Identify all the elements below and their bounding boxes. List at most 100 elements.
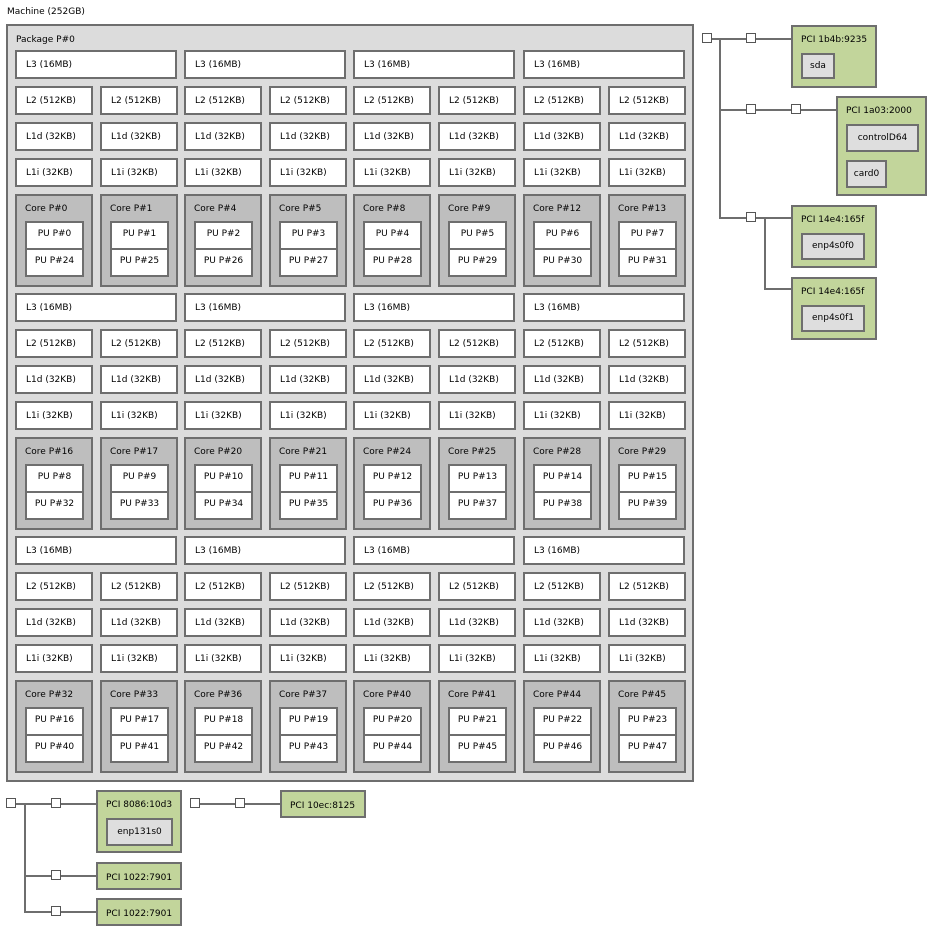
- pu-box[interactable]: PU P#7: [618, 221, 677, 250]
- l3-cache[interactable]: L3 (16MB): [15, 50, 177, 79]
- l2-cache[interactable]: L2 (512KB): [438, 86, 516, 115]
- l1i-cache[interactable]: L1i (32KB): [523, 644, 601, 673]
- l1i-cache[interactable]: L1i (32KB): [353, 644, 431, 673]
- l3-cache[interactable]: L3 (16MB): [184, 536, 346, 565]
- l1d-cache[interactable]: L1d (32KB): [438, 365, 516, 394]
- l2-cache[interactable]: L2 (512KB): [100, 86, 178, 115]
- l1d-cache[interactable]: L1d (32KB): [523, 122, 601, 151]
- l2-cache[interactable]: L2 (512KB): [184, 329, 262, 358]
- l1d-cache[interactable]: L1d (32KB): [608, 608, 686, 637]
- pci-device-amd1[interactable]: PCI 1022:7901: [96, 862, 182, 890]
- pu-box[interactable]: PU P#16: [25, 707, 84, 736]
- pu-box[interactable]: PU P#40: [25, 734, 84, 763]
- pu-box[interactable]: PU P#4: [363, 221, 422, 250]
- l1i-cache[interactable]: L1i (32KB): [15, 401, 93, 430]
- pci-device-nic1[interactable]: PCI 14e4:165f enp4s0f1: [791, 277, 877, 340]
- os-device-enp131s0[interactable]: enp131s0: [106, 818, 173, 846]
- l2-cache[interactable]: L2 (512KB): [15, 86, 93, 115]
- l3-cache[interactable]: L3 (16MB): [523, 50, 685, 79]
- pu-box[interactable]: PU P#10: [194, 464, 253, 493]
- pci-device-intel-nic[interactable]: PCI 8086:10d3 enp131s0: [96, 790, 182, 853]
- pu-box[interactable]: PU P#9: [110, 464, 169, 493]
- l3-cache[interactable]: L3 (16MB): [15, 293, 177, 322]
- l3-cache[interactable]: L3 (16MB): [353, 293, 515, 322]
- pu-box[interactable]: PU P#5: [448, 221, 507, 250]
- pu-box[interactable]: PU P#11: [279, 464, 338, 493]
- l1i-cache[interactable]: L1i (32KB): [100, 158, 178, 187]
- os-device-controlD64[interactable]: controlD64: [846, 124, 919, 152]
- l2-cache[interactable]: L2 (512KB): [438, 329, 516, 358]
- l2-cache[interactable]: L2 (512KB): [353, 572, 431, 601]
- pu-box[interactable]: PU P#2: [194, 221, 253, 250]
- pu-box[interactable]: PU P#20: [363, 707, 422, 736]
- pu-box[interactable]: PU P#13: [448, 464, 507, 493]
- l1d-cache[interactable]: L1d (32KB): [353, 608, 431, 637]
- pci-bridge-icon[interactable]: [51, 798, 61, 808]
- l1d-cache[interactable]: L1d (32KB): [15, 608, 93, 637]
- pci-bridge-icon[interactable]: [51, 906, 61, 916]
- l2-cache[interactable]: L2 (512KB): [523, 329, 601, 358]
- l2-cache[interactable]: L2 (512KB): [100, 329, 178, 358]
- pu-box[interactable]: PU P#6: [533, 221, 592, 250]
- pci-device-amd2[interactable]: PCI 1022:7901: [96, 898, 182, 926]
- l2-cache[interactable]: L2 (512KB): [269, 86, 347, 115]
- l1i-cache[interactable]: L1i (32KB): [608, 401, 686, 430]
- l1i-cache[interactable]: L1i (32KB): [438, 401, 516, 430]
- pu-box[interactable]: PU P#19: [279, 707, 338, 736]
- l1i-cache[interactable]: L1i (32KB): [100, 644, 178, 673]
- l1d-cache[interactable]: L1d (32KB): [523, 608, 601, 637]
- l1d-cache[interactable]: L1d (32KB): [608, 122, 686, 151]
- l1d-cache[interactable]: L1d (32KB): [269, 365, 347, 394]
- l1i-cache[interactable]: L1i (32KB): [438, 158, 516, 187]
- host-bridge-icon[interactable]: [6, 798, 16, 808]
- pu-box[interactable]: PU P#14: [533, 464, 592, 493]
- l3-cache[interactable]: L3 (16MB): [184, 50, 346, 79]
- l1i-cache[interactable]: L1i (32KB): [608, 644, 686, 673]
- pu-box[interactable]: PU P#26: [194, 248, 253, 277]
- l1i-cache[interactable]: L1i (32KB): [523, 158, 601, 187]
- l1d-cache[interactable]: L1d (32KB): [269, 608, 347, 637]
- l1d-cache[interactable]: L1d (32KB): [100, 122, 178, 151]
- pci-bridge-icon[interactable]: [746, 212, 756, 222]
- l2-cache[interactable]: L2 (512KB): [184, 86, 262, 115]
- l3-cache[interactable]: L3 (16MB): [184, 293, 346, 322]
- l2-cache[interactable]: L2 (512KB): [608, 86, 686, 115]
- pu-box[interactable]: PU P#43: [279, 734, 338, 763]
- l1d-cache[interactable]: L1d (32KB): [184, 122, 262, 151]
- l1d-cache[interactable]: L1d (32KB): [438, 122, 516, 151]
- pu-box[interactable]: PU P#45: [448, 734, 507, 763]
- l2-cache[interactable]: L2 (512KB): [438, 572, 516, 601]
- pci-device-gpu[interactable]: PCI 1a03:2000 controlD64 card0: [836, 96, 927, 196]
- pu-box[interactable]: PU P#39: [618, 491, 677, 520]
- os-device-card0[interactable]: card0: [846, 160, 887, 188]
- pu-box[interactable]: PU P#38: [533, 491, 592, 520]
- pu-box[interactable]: PU P#29: [448, 248, 507, 277]
- pu-box[interactable]: PU P#37: [448, 491, 507, 520]
- l2-cache[interactable]: L2 (512KB): [269, 572, 347, 601]
- l2-cache[interactable]: L2 (512KB): [15, 572, 93, 601]
- pu-box[interactable]: PU P#15: [618, 464, 677, 493]
- l1d-cache[interactable]: L1d (32KB): [100, 365, 178, 394]
- pu-box[interactable]: PU P#22: [533, 707, 592, 736]
- l1d-cache[interactable]: L1d (32KB): [15, 122, 93, 151]
- l1d-cache[interactable]: L1d (32KB): [269, 122, 347, 151]
- pci-bridge-icon[interactable]: [51, 870, 61, 880]
- l1i-cache[interactable]: L1i (32KB): [15, 644, 93, 673]
- pci-bridge-icon[interactable]: [791, 104, 801, 114]
- pu-box[interactable]: PU P#8: [25, 464, 84, 493]
- pci-device-sata[interactable]: PCI 1b4b:9235 sda: [791, 25, 877, 88]
- host-bridge-icon[interactable]: [190, 798, 200, 808]
- pci-bridge-icon[interactable]: [746, 33, 756, 43]
